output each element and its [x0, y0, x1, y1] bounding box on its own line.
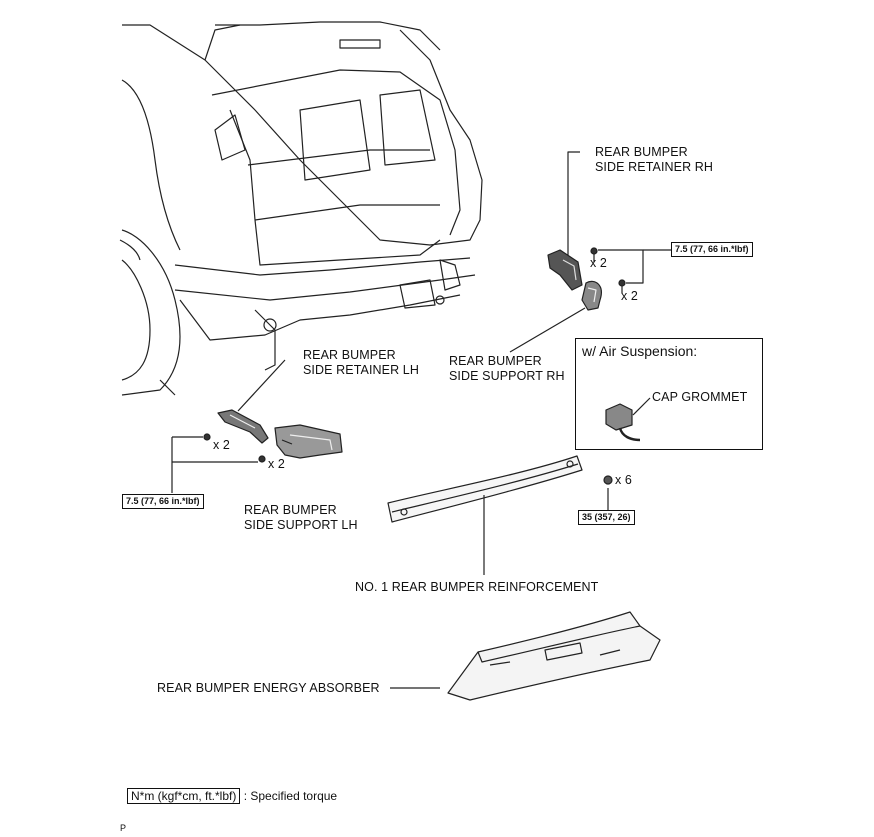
label-absorber: REAR BUMPER ENERGY ABSORBER	[157, 681, 380, 695]
air-suspension-box: w/ Air Suspension:	[575, 338, 763, 450]
air-suspension-title: w/ Air Suspension:	[582, 343, 698, 359]
torque-box-rh: 7.5 (77, 66 in.*lbf)	[671, 242, 753, 257]
rh-side-support-part	[581, 280, 602, 311]
legend-text: : Specified torque	[243, 789, 338, 803]
label-support-lh: REAR BUMPER SIDE SUPPORT LH	[244, 503, 358, 533]
count-lh-upper: x 2	[213, 438, 230, 452]
count-rh-upper: x 2	[590, 256, 607, 270]
reinforcement-part	[387, 455, 583, 575]
label-support-lh-line2: SIDE SUPPORT LH	[244, 518, 358, 532]
torque-box-reinforcement: 35 (357, 26)	[578, 510, 635, 525]
torque-legend: N*m (kgf*cm, ft.*lbf) : Specified torque	[127, 788, 338, 804]
count-rh-lower: x 2	[621, 289, 638, 303]
vehicle-rear-drawing	[119, 21, 483, 396]
label-retainer-rh-line2: SIDE RETAINER RH	[595, 160, 714, 174]
legend-torque-unit: N*m (kgf*cm, ft.*lbf)	[127, 788, 241, 804]
label-retainer-lh-line2: SIDE RETAINER LH	[303, 363, 419, 377]
label-support-lh-line1: REAR BUMPER	[244, 503, 337, 517]
count-lh-lower: x 2	[268, 457, 285, 471]
label-reinforcement: NO. 1 REAR BUMPER REINFORCEMENT	[355, 580, 599, 594]
count-reinforcement: x 6	[615, 473, 632, 487]
page-mark: P	[120, 823, 127, 833]
label-cap-grommet: CAP GROMMET	[652, 390, 748, 404]
energy-absorber-part	[390, 611, 661, 701]
label-support-rh-line2: SIDE SUPPORT RH	[449, 369, 565, 383]
torque-box-lh: 7.5 (77, 66 in.*lbf)	[122, 494, 204, 509]
lh-side-support-part	[274, 424, 343, 459]
label-retainer-lh: REAR BUMPER SIDE RETAINER LH	[303, 348, 419, 378]
rh-side-retainer-part	[547, 249, 583, 291]
label-support-rh: REAR BUMPER SIDE SUPPORT RH	[449, 354, 565, 384]
label-support-rh-line1: REAR BUMPER	[449, 354, 542, 368]
cap-grommet-part	[605, 397, 651, 442]
lh-side-retainer-part	[217, 409, 269, 444]
label-retainer-rh: REAR BUMPER SIDE RETAINER RH	[595, 145, 713, 175]
label-retainer-rh-line1: REAR BUMPER	[595, 145, 688, 159]
label-retainer-lh-line1: REAR BUMPER	[303, 348, 396, 362]
